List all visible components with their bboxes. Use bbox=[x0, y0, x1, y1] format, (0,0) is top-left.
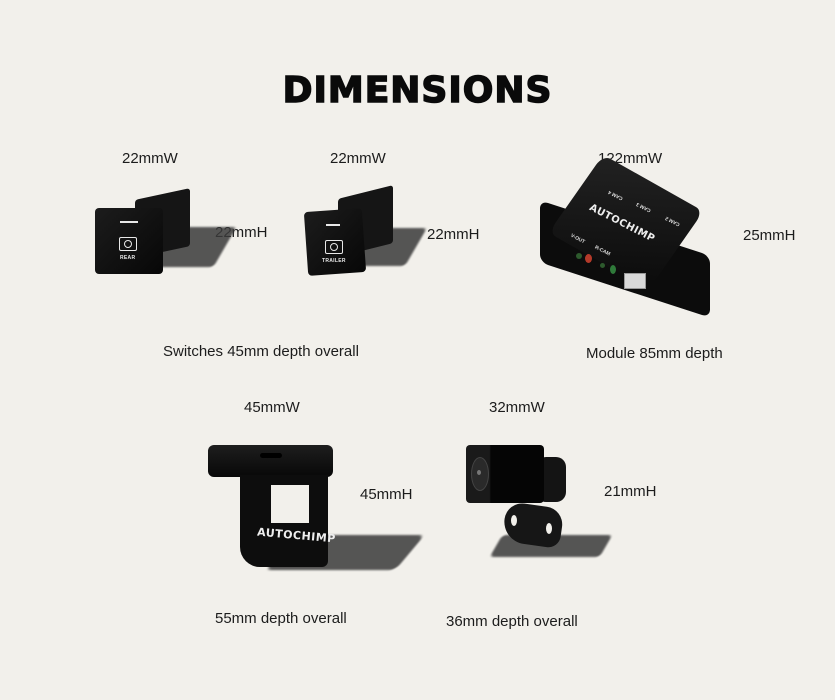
bracket-width-label: 45mmW bbox=[244, 399, 300, 416]
switch-trailer-image: TRAILER bbox=[303, 185, 427, 285]
camera-width-label: 32mmW bbox=[489, 399, 545, 416]
camera-image bbox=[466, 445, 616, 565]
bracket-height-label: 45mmH bbox=[360, 486, 413, 503]
switch-rear-face-text: REAR bbox=[120, 255, 136, 261]
camera-icon bbox=[325, 240, 343, 254]
switch-rear-width-label: 22mmW bbox=[122, 150, 178, 167]
bracket-image: AUTOCHIMP bbox=[205, 435, 425, 575]
switch-trailer-width-label: 22mmW bbox=[330, 150, 386, 167]
camera-height-label: 21mmH bbox=[604, 483, 657, 500]
module-depth-caption: Module 85mm depth bbox=[586, 345, 723, 362]
bracket-depth-caption: 55mm depth overall bbox=[215, 610, 347, 627]
switches-depth-caption: Switches 45mm depth overall bbox=[163, 343, 359, 360]
camera-icon bbox=[119, 237, 137, 251]
module-image: AUTOCHIMP CAM 4 CAM 3 CAM 2 V-OUT R-CAM bbox=[538, 154, 713, 318]
module-height-label: 25mmH bbox=[743, 227, 796, 244]
switch-trailer-height-label: 22mmH bbox=[427, 226, 480, 243]
switch-rear-image: REAR bbox=[95, 188, 237, 282]
page-title: DIMENSIONS bbox=[282, 69, 553, 112]
switch-trailer-face-text: TRAILER bbox=[322, 258, 346, 264]
camera-depth-caption: 36mm depth overall bbox=[446, 613, 578, 630]
